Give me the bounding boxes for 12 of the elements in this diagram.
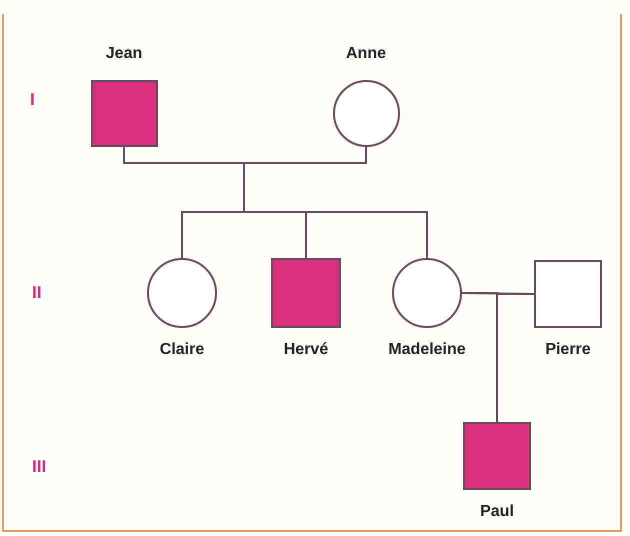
- generation-label: II: [32, 283, 42, 303]
- person-name: Madeleine: [388, 340, 466, 360]
- descent-line: [243, 147, 428, 258]
- person-name: Claire: [160, 340, 204, 360]
- generation-label: I: [30, 90, 35, 110]
- generation-label: III: [32, 457, 46, 477]
- person-name: Jean: [106, 44, 142, 64]
- person-name: Pierre: [545, 340, 591, 360]
- person-name: Anne: [346, 44, 386, 64]
- person-name: Hervé: [284, 340, 328, 360]
- person-name: Paul: [480, 502, 514, 522]
- descent-line: [496, 293, 534, 422]
